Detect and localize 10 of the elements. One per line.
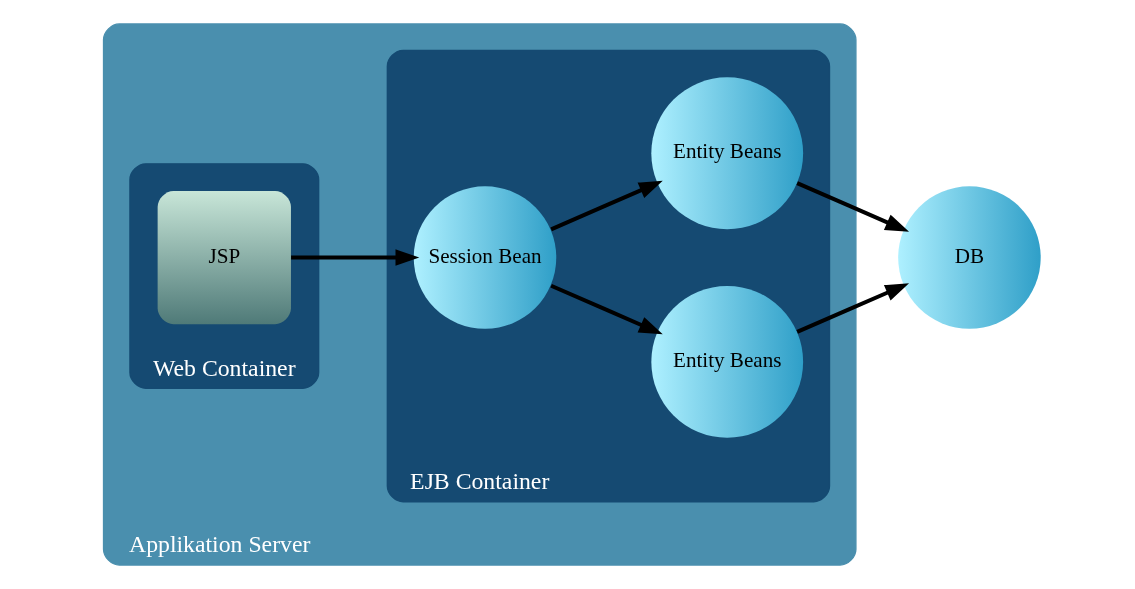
node-box: JSP <box>157 190 291 325</box>
arrow <box>796 283 910 334</box>
node-circle: Session Bean <box>413 186 557 329</box>
arrow <box>550 283 663 335</box>
node-circle: Entity Beans <box>651 77 804 230</box>
arrow <box>291 249 420 266</box>
node-circle: DB <box>898 186 1041 329</box>
arrow <box>796 181 910 232</box>
node-circle: Entity Beans <box>651 285 804 438</box>
arrow <box>550 180 663 232</box>
